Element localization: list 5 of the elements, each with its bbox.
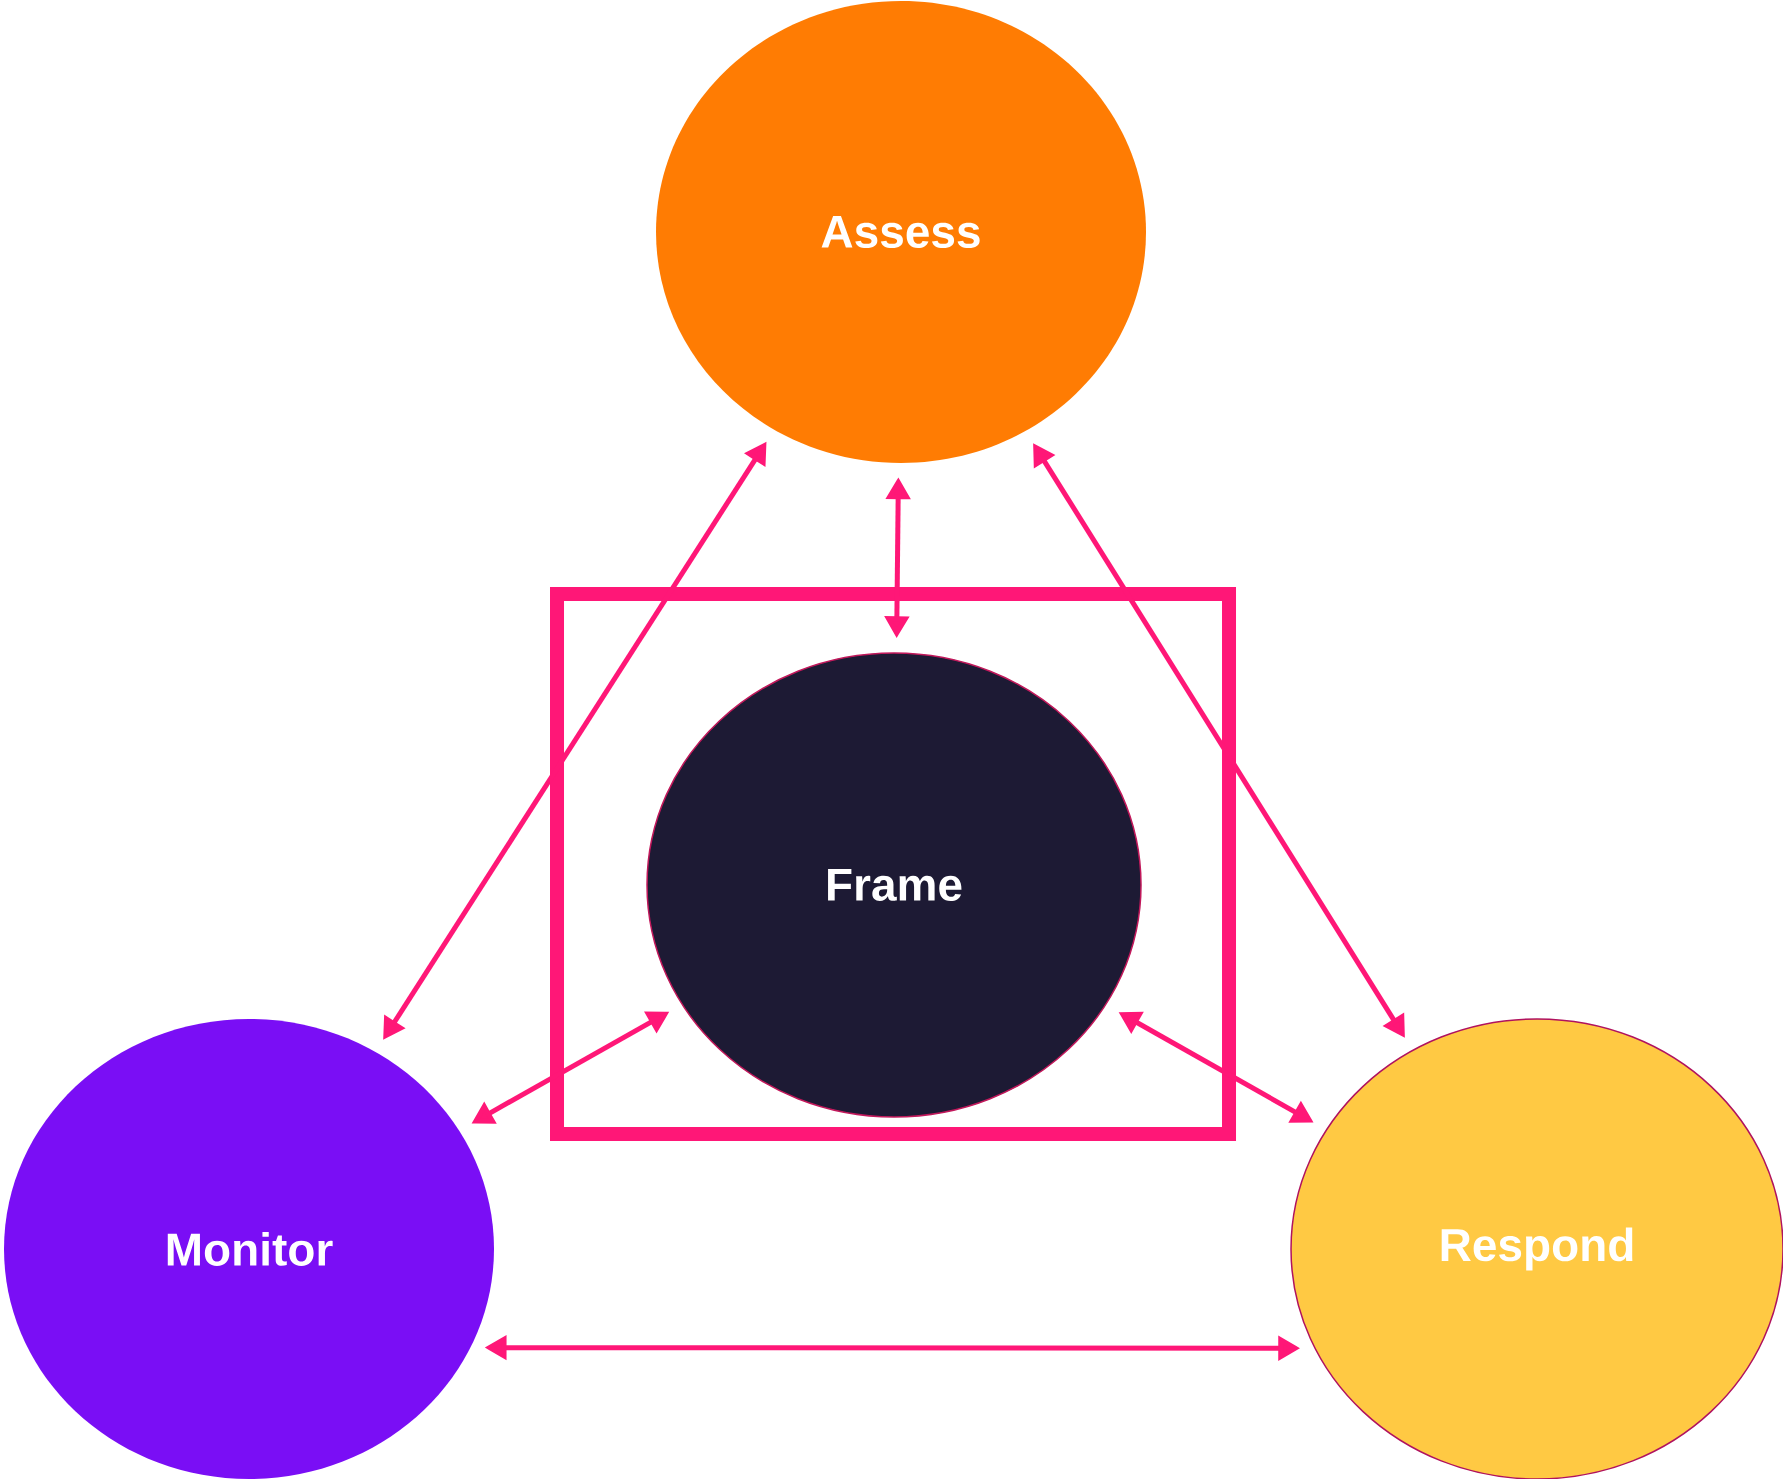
ellipse-node: Respond (1290, 1018, 1783, 1479)
ellipse-node: Frame (646, 652, 1142, 1118)
ellipse-node: Monitor (4, 1019, 494, 1479)
frame-box (550, 587, 1236, 1141)
ellipse-node: Assess (656, 1, 1146, 463)
